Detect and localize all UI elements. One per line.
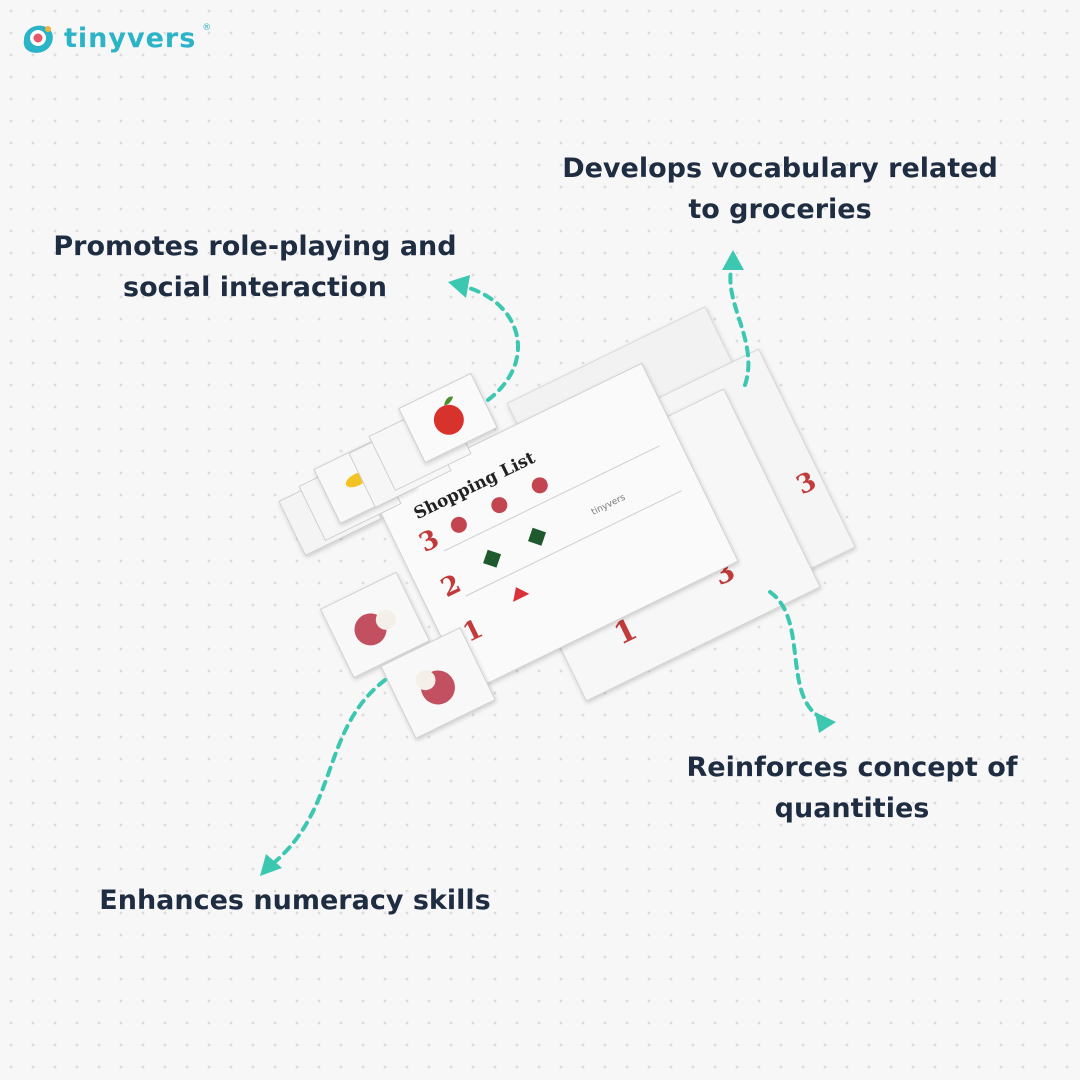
arrow-to-social xyxy=(460,284,520,402)
arrow-to-numeracy xyxy=(268,678,387,868)
row-divider xyxy=(443,445,660,552)
caption-vocabulary: Develops vocabulary related to groceries xyxy=(540,148,1020,230)
caption-numeracy: Enhances numeracy skills xyxy=(60,880,530,921)
lychee-icon xyxy=(531,477,548,494)
lychee-card-1 xyxy=(319,571,431,679)
spinach-icon xyxy=(483,549,502,568)
caption-line: Develops vocabulary related xyxy=(562,153,998,184)
apple-card xyxy=(398,372,498,464)
caption-line: social interaction xyxy=(123,272,387,303)
spinach-icon xyxy=(528,527,547,546)
fruit-card-stack xyxy=(278,372,498,557)
caption-line: to groceries xyxy=(688,194,872,225)
caption-line: Reinforces concept of xyxy=(686,752,1018,783)
registered-mark: ® xyxy=(202,23,212,33)
shopping-list-card: Shopping List 3 2 1 tinyvers xyxy=(371,362,739,694)
arrow-to-vocabulary xyxy=(728,260,751,387)
caption-social-interaction: Promotes role-playing and social interac… xyxy=(20,226,490,308)
lychee-icon xyxy=(491,497,508,514)
arrowhead-social xyxy=(448,275,470,298)
arrow-to-quantities xyxy=(768,590,827,722)
lychee-card-2 xyxy=(380,627,496,739)
caption-line: Promotes role-playing and xyxy=(53,231,457,262)
brand-logo: tinyvers ® xyxy=(18,20,211,56)
brand-name: tinyvers xyxy=(64,22,197,54)
arrowhead-vocabulary xyxy=(722,250,744,270)
caption-line: quantities xyxy=(774,793,930,824)
watermelon-icon xyxy=(513,587,530,602)
caption-line: Enhances numeracy skills xyxy=(99,885,491,916)
lychee-icon xyxy=(450,516,467,533)
arrowhead-numeracy xyxy=(260,854,282,876)
apple-icon xyxy=(433,404,464,435)
caption-quantities: Reinforces concept of quantities xyxy=(672,747,1032,829)
arrowhead-quantities xyxy=(815,712,836,733)
tinyvers-logo-icon xyxy=(23,25,53,53)
row-divider xyxy=(465,490,682,597)
